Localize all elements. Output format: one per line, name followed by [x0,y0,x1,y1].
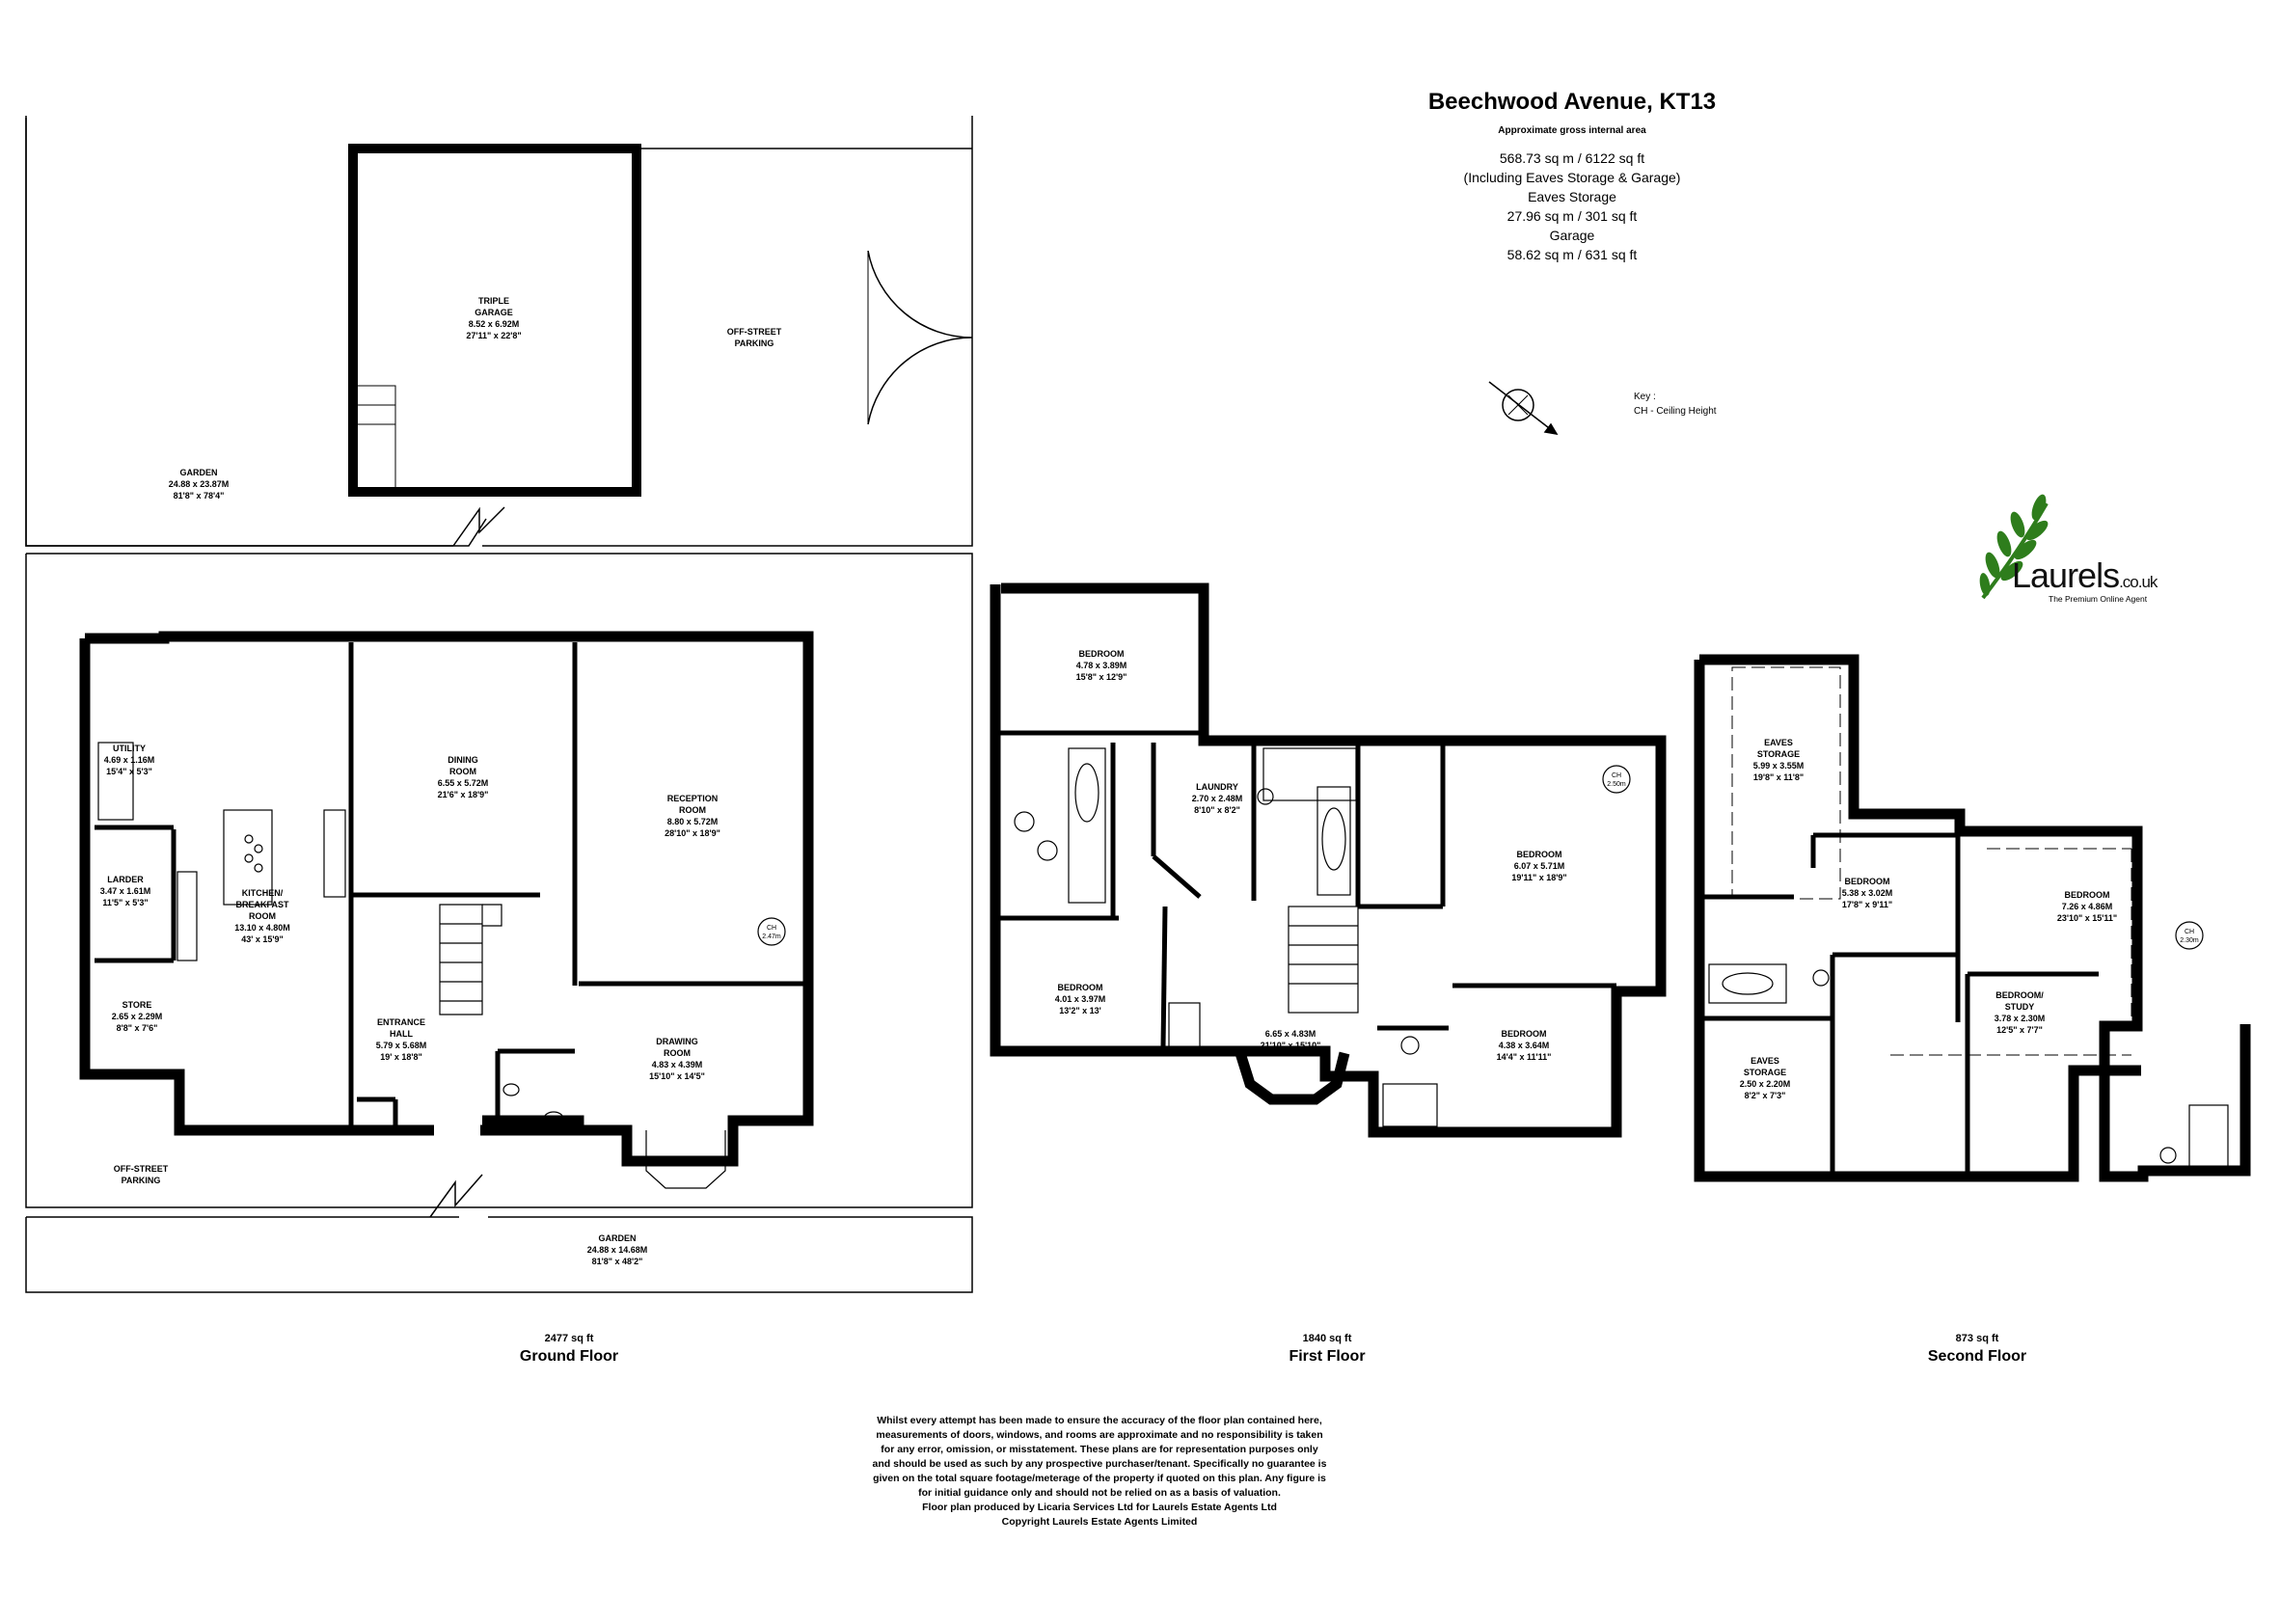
eaves-heading: Eaves Storage [1528,189,1616,204]
plan-subtitle: Approximate gross internal area [1498,125,1646,136]
compass-icon [1488,381,1559,436]
laurels-logo: Laurels.co.uk The Premium Online Agent [1971,498,2203,604]
logo-brand: Laurels.co.uk [2012,555,2158,595]
ground-floor-walls [79,631,814,1167]
ground-floor-fixtures [97,742,786,1189]
garage-area: 58.62 sq m / 631 sq ft [1506,247,1638,262]
first-floor-walls [990,582,1667,1138]
plan-title: Beechwood Avenue, KT13 [1427,89,1717,115]
key-entry: CH - Ceiling Height [1634,406,1717,417]
key-title: Key : [1634,392,1656,402]
ground-floor-partitions [95,642,806,1126]
second-floor-walls [1694,654,2251,1182]
second-floor-fixtures [1708,921,2229,1170]
plot-boundaries [25,116,973,1293]
area-total: 568.73 sq m / 6122 sq ft [1499,150,1645,166]
second-floor-partitions [1703,832,2099,1173]
first-floor-partitions [999,730,1616,1048]
disclaimer: Whilst every attempt has been made to en… [872,1415,1327,1528]
area-note: (Including Eaves Storage & Garage) [1463,170,1681,185]
first-floor-fixtures [1014,747,1631,1127]
second-floor-eaves-lines [1731,666,2132,1056]
garage-walls [348,144,973,497]
logo-tagline: The Premium Online Agent [2049,594,2148,604]
eaves-area: 27.96 sq m / 301 sq ft [1506,208,1638,224]
key-legend: Key : CH - Ceiling Height [1634,390,1717,419]
garage-heading: Garage [1549,228,1595,243]
laurel-leaf-icon [1979,494,2049,600]
